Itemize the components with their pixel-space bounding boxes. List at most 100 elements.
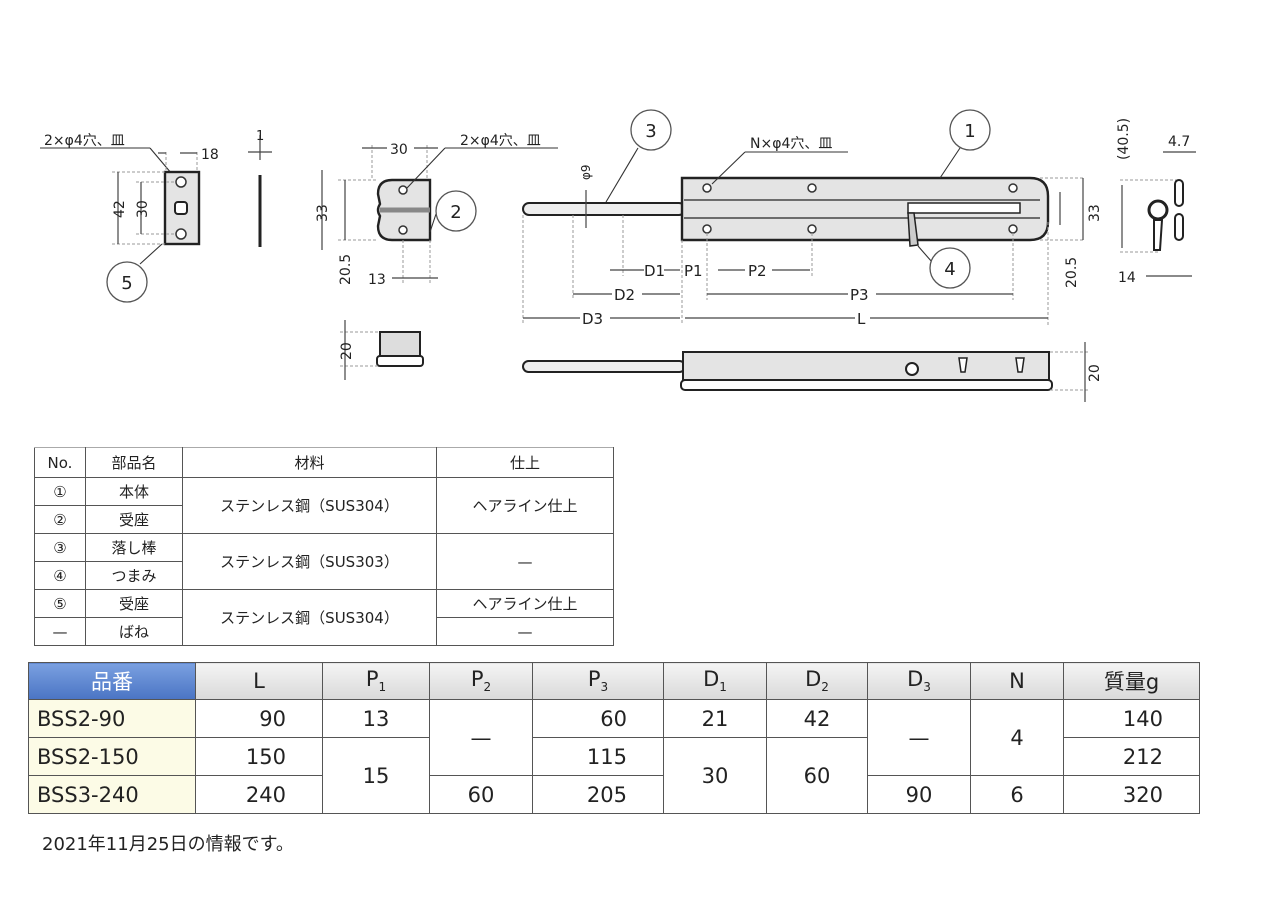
header-p1: P1 [322, 662, 430, 700]
model-cell: BSS2-150 [28, 737, 196, 776]
l-dim: L [857, 310, 866, 328]
technical-drawing: 2×φ4穴、皿 18 42 30 5 1 30 2×φ4穴、皿 33 20.5 [40, 109, 1196, 402]
table-row: — ばね — [34, 617, 614, 646]
mass-cell: 320 [1063, 775, 1200, 814]
part5-inner-height-dim: 30 [135, 200, 151, 218]
d1-cell: 30 [663, 737, 767, 814]
model-cell: BSS2-90 [28, 699, 196, 738]
hole-note: N×φ4穴、皿 [750, 136, 832, 152]
material: ステンレス鋼（SUS304） [182, 589, 437, 646]
part-name: 受座 [85, 589, 183, 618]
p3-dim: P3 [850, 286, 869, 304]
part-name: 落し棒 [85, 533, 183, 562]
d1-cell: 21 [663, 699, 767, 738]
materials-table: No. 部品名 材料 仕上 ① 本体 ステンレス鋼（SUS304） ヘアライン仕… [34, 447, 614, 646]
d2-dim: D2 [614, 286, 635, 304]
material: ステンレス鋼（SUS304） [182, 477, 437, 534]
part2-side-height-dim: 20 [339, 342, 355, 360]
table-row: BSS2-90 90 13 — 60 21 42 — 4 140 [28, 699, 1200, 776]
model-cell: BSS3-240 [28, 775, 196, 814]
part-no: ② [34, 505, 86, 534]
finish: — [436, 533, 614, 590]
knob-callout: 4 [944, 259, 955, 280]
spec-table: 品番 L P1 P2 P3 D1 D2 D3 N 質量g BSS2-90 90 … [28, 662, 1200, 814]
material: ステンレス鋼（SUS303） [182, 533, 437, 590]
p3-cell: 60 [532, 699, 664, 738]
header-label: D [703, 667, 720, 692]
part2-depth-dim: 13 [368, 272, 386, 288]
l-cell: 90 [195, 699, 323, 738]
header-material: 材料 [182, 447, 437, 478]
header-sub: 1 [719, 680, 727, 695]
l-cell: 240 [195, 775, 323, 814]
header-d3: D3 [867, 662, 971, 700]
p1-cell: 15 [322, 737, 430, 814]
p3-cell: 115 [532, 737, 664, 776]
header-n: N [970, 662, 1064, 700]
n-cell: 6 [970, 775, 1064, 814]
d3-dim: D3 [582, 310, 603, 328]
l-cell: 150 [195, 737, 323, 776]
header-finish: 仕上 [436, 447, 614, 478]
part-name: つまみ [85, 561, 183, 590]
header-d2: D2 [766, 662, 868, 700]
table-row: BSS2-150 150 15 115 30 60 212 [28, 737, 1200, 814]
header-sub: 2 [483, 680, 492, 695]
header-sub: 1 [378, 680, 387, 695]
part5-receiver-plate: 2×φ4穴、皿 18 42 30 5 1 [40, 129, 272, 303]
header-no: No. [34, 447, 86, 478]
footnote: 2021年11月25日の情報です。 [42, 834, 294, 855]
part5-hole-note: 2×φ4穴、皿 [44, 133, 125, 149]
header-label: L [253, 669, 265, 693]
p3-cell: 205 [532, 775, 664, 814]
part5-callout: 5 [121, 273, 132, 294]
p1-dim: P1 [684, 262, 703, 280]
p2-cell: 60 [429, 775, 533, 814]
table-row: BSS3-240 240 60 205 90 6 320 [28, 775, 1200, 814]
header-model: 品番 [28, 662, 196, 700]
side-height-dim: 20 [1087, 364, 1103, 382]
body-offset-dim: 20.5 [1064, 257, 1080, 288]
part-name: ばね [85, 617, 183, 646]
header-sub: 3 [600, 680, 609, 695]
p2-cell: — [429, 699, 533, 776]
part2-hole-note: 2×φ4穴、皿 [460, 133, 541, 149]
part2-height-dim: 33 [315, 204, 331, 222]
rod-diameter-dim: φ9 [579, 164, 593, 180]
header-label: P [365, 667, 379, 692]
knob-end-view: (40.5) 4.7 14 [1116, 118, 1196, 286]
d1-dim: D1 [644, 262, 665, 280]
finish: ヘアライン仕上 [436, 589, 614, 618]
header-mass: 質量g [1063, 662, 1200, 700]
header-label: D [907, 667, 924, 692]
table-header-row: 品番 L P1 P2 P3 D1 D2 D3 N 質量g [28, 662, 1200, 700]
part-no: — [34, 617, 86, 646]
table-row: ① 本体 ステンレス鋼（SUS304） ヘアライン仕上 [34, 477, 614, 534]
part-no: ① [34, 477, 86, 506]
n-cell: 4 [970, 699, 1064, 776]
part-name: 受座 [85, 505, 183, 534]
header-label: 質量g [1103, 670, 1160, 694]
part-no: ③ [34, 533, 86, 562]
knob-total-dim: (40.5) [1116, 118, 1132, 160]
p2-dim: P2 [748, 262, 767, 280]
body-callout: 1 [964, 121, 975, 142]
header-label: P [587, 667, 601, 692]
main-bolt-assembly: N×φ4穴、皿 3 1 4 φ9 D1 P1 P2 D2 P3 D3 L [522, 109, 1103, 402]
mass-cell: 140 [1063, 699, 1200, 738]
header-d1: D1 [663, 662, 767, 700]
p1-cell: 13 [322, 699, 430, 738]
d3-cell: — [867, 699, 971, 776]
header-label: P [470, 667, 484, 692]
d2-cell: 42 [766, 699, 868, 738]
table-row: ③ 落し棒 ステンレス鋼（SUS303） — [34, 533, 614, 590]
part2-width-dim: 30 [390, 142, 408, 158]
part5-outer-height-dim: 42 [112, 200, 128, 218]
part2-offset-dim: 20.5 [338, 254, 354, 285]
finish: ヘアライン仕上 [436, 477, 614, 534]
header-sub: 2 [821, 680, 829, 695]
d2-cell: 60 [766, 737, 868, 814]
part-no: ⑤ [34, 589, 86, 618]
header-p3: P3 [532, 662, 664, 700]
knob-width-dim: 14 [1118, 270, 1136, 286]
